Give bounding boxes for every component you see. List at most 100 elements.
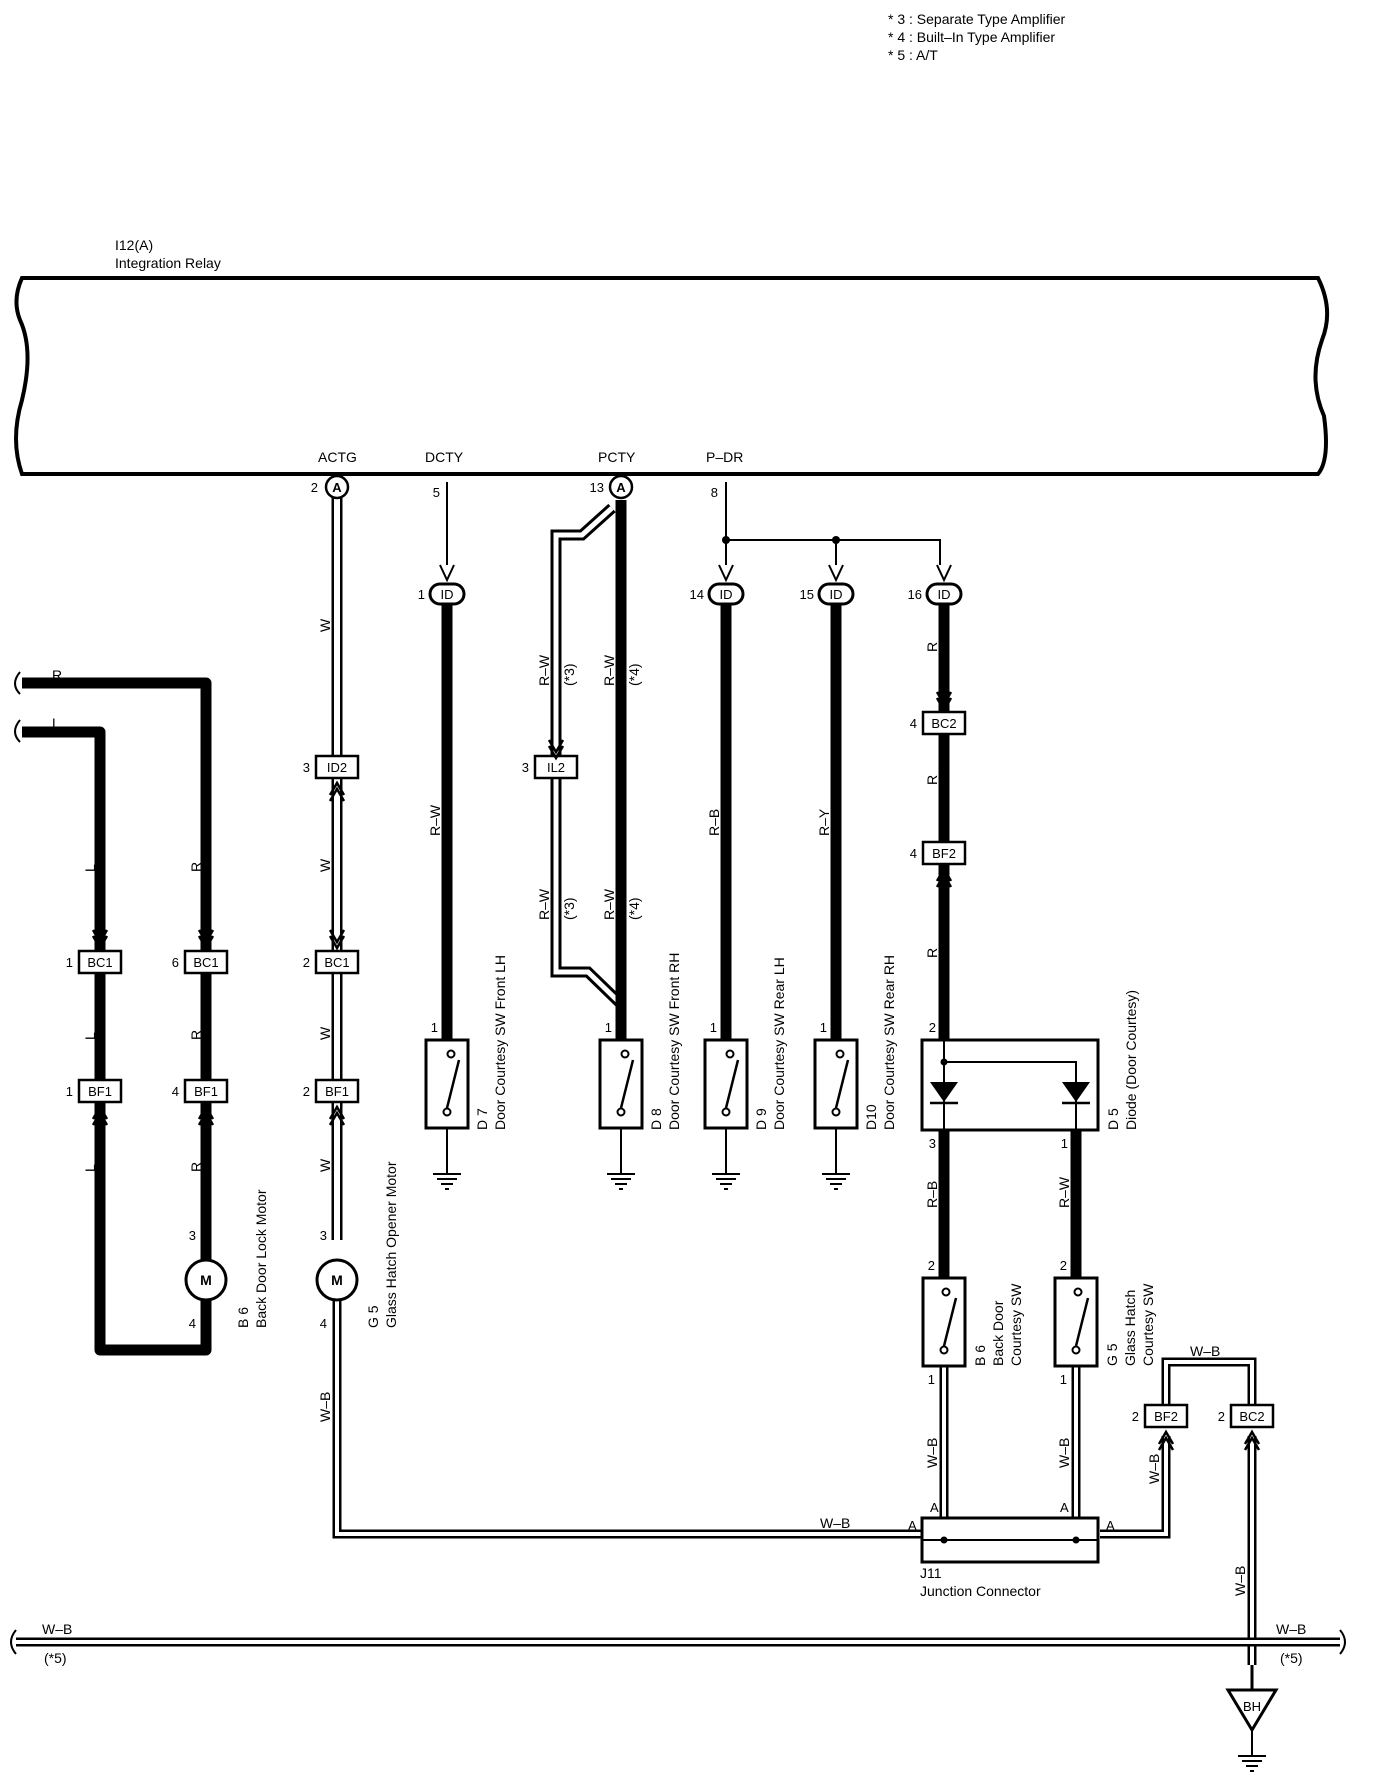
svg-text:R–W: R–W bbox=[1056, 1176, 1072, 1208]
svg-text:2: 2 bbox=[303, 1084, 310, 1099]
svg-text:D 7: D 7 bbox=[474, 1108, 490, 1130]
svg-text:BC2: BC2 bbox=[1239, 1409, 1264, 1424]
connector-bc1-2: BC1 2 bbox=[303, 949, 360, 975]
svg-text:W: W bbox=[317, 618, 333, 632]
svg-text:1: 1 bbox=[710, 1020, 717, 1035]
svg-text:BF1: BF1 bbox=[88, 1084, 112, 1099]
glass-hatch-courtesy-sw: 2 1 bbox=[1053, 1258, 1099, 1387]
svg-text:D 8: D 8 bbox=[648, 1108, 664, 1130]
svg-text:Door Courtesy SW Rear LH: Door Courtesy SW Rear LH bbox=[771, 957, 787, 1130]
svg-text:B 6: B 6 bbox=[972, 1345, 988, 1366]
svg-text:Door Courtesy SW Rear RH: Door Courtesy SW Rear RH bbox=[881, 955, 897, 1130]
door-courtesy-sw-rear-lh: 1 bbox=[703, 1020, 749, 1190]
svg-text:2: 2 bbox=[303, 955, 310, 970]
svg-text:ID: ID bbox=[441, 587, 454, 602]
svg-text:R: R bbox=[188, 862, 204, 872]
svg-text:1: 1 bbox=[1061, 1136, 1068, 1151]
svg-text:R–W: R–W bbox=[601, 888, 617, 920]
svg-text:4: 4 bbox=[320, 1316, 327, 1331]
svg-text:Door Courtesy SW Front RH: Door Courtesy SW Front RH bbox=[666, 953, 682, 1130]
svg-text:R–W: R–W bbox=[601, 654, 617, 686]
wire-break-left bbox=[14, 671, 21, 743]
svg-text:IL2: IL2 bbox=[547, 760, 565, 775]
svg-text:6: 6 bbox=[172, 955, 179, 970]
svg-text:2: 2 bbox=[929, 1020, 936, 1035]
svg-text:A: A bbox=[616, 480, 626, 495]
svg-text:R: R bbox=[188, 1162, 204, 1172]
svg-text:G 5: G 5 bbox=[1104, 1343, 1120, 1366]
j11-code: J11 bbox=[920, 1565, 942, 1581]
svg-text:2: 2 bbox=[1132, 1409, 1139, 1424]
svg-text:Diode (Door Courtesy): Diode (Door Courtesy) bbox=[1123, 990, 1139, 1130]
j11-name: Junction Connector bbox=[920, 1583, 1041, 1599]
svg-text:1: 1 bbox=[928, 1372, 935, 1387]
diode-door-courtesy: 2 3 1 bbox=[920, 1020, 1100, 1151]
motor-symbol: M bbox=[200, 1272, 212, 1288]
door-courtesy-sw-front-rh: 1 bbox=[598, 1020, 644, 1190]
svg-text:W: W bbox=[317, 858, 333, 872]
svg-text:W–B: W–B bbox=[820, 1515, 850, 1531]
motor-symbol: M bbox=[331, 1272, 343, 1288]
connector-bc1-1: BC1 1 bbox=[66, 949, 123, 975]
svg-text:G 5: G 5 bbox=[365, 1305, 381, 1328]
terminal-dcty: DCTY bbox=[425, 449, 464, 465]
svg-text:3: 3 bbox=[522, 760, 529, 775]
pin-8: 8 bbox=[711, 485, 718, 500]
svg-text:(*3): (*3) bbox=[561, 897, 577, 920]
wire-break-bus bbox=[10, 1629, 1346, 1655]
wire-l-lock-motor bbox=[22, 726, 212, 1356]
svg-text:3: 3 bbox=[929, 1136, 936, 1151]
svg-text:Courtesy SW: Courtesy SW bbox=[1008, 1283, 1024, 1366]
svg-text:W–B: W–B bbox=[1276, 1621, 1306, 1637]
connector-id-1: ID 1 bbox=[418, 564, 466, 606]
svg-text:R: R bbox=[52, 667, 62, 683]
svg-text:R: R bbox=[924, 775, 940, 785]
svg-text:A: A bbox=[1060, 1500, 1069, 1515]
junction-connector-j11: A A A A J11 Junction Connector bbox=[908, 1500, 1115, 1599]
svg-text:ID: ID bbox=[720, 587, 733, 602]
connector-bf2-2: BF2 2 bbox=[1132, 1403, 1189, 1429]
svg-text:R: R bbox=[188, 1030, 204, 1040]
svg-text:16: 16 bbox=[908, 587, 922, 602]
svg-text:15: 15 bbox=[800, 587, 814, 602]
terminal-circle-actg: A 2 bbox=[311, 474, 350, 500]
svg-text:3: 3 bbox=[320, 1228, 327, 1243]
terminal-circle-pcty: A 13 bbox=[590, 474, 634, 500]
connector-il2: IL2 3 bbox=[522, 754, 579, 780]
svg-text:Back Door Lock Motor: Back Door Lock Motor bbox=[253, 1189, 269, 1328]
svg-text:R: R bbox=[924, 642, 940, 652]
svg-text:D10: D10 bbox=[863, 1104, 879, 1130]
svg-text:W: W bbox=[317, 1026, 333, 1040]
connector-id-14: ID 14 bbox=[690, 564, 745, 606]
svg-text:(*3): (*3) bbox=[561, 663, 577, 686]
wire-wb-bf2-bc2 bbox=[1100, 1357, 1257, 1665]
component-labels: D 7 Door Courtesy SW Front LH D 8 Door C… bbox=[235, 953, 1156, 1366]
svg-text:1: 1 bbox=[605, 1020, 612, 1035]
terminal-actg: ACTG bbox=[318, 449, 357, 465]
svg-text:W–B: W–B bbox=[42, 1621, 72, 1637]
svg-text:ID: ID bbox=[938, 587, 951, 602]
svg-text:(*4): (*4) bbox=[626, 663, 642, 686]
connector-bc2-2: BC2 2 bbox=[1218, 1403, 1275, 1429]
svg-text:4: 4 bbox=[172, 1084, 179, 1099]
svg-text:1: 1 bbox=[66, 955, 73, 970]
svg-text:BH: BH bbox=[1243, 1699, 1261, 1714]
relay-terminal-labels: ACTG DCTY PCTY P–DR bbox=[318, 449, 743, 465]
svg-text:Glass Hatch Opener Motor: Glass Hatch Opener Motor bbox=[383, 1161, 399, 1328]
svg-text:14: 14 bbox=[690, 587, 704, 602]
svg-text:W–B: W–B bbox=[1056, 1438, 1072, 1468]
wire-p-dr bbox=[725, 482, 941, 565]
svg-text:1: 1 bbox=[1060, 1372, 1067, 1387]
svg-text:1: 1 bbox=[418, 587, 425, 602]
connector-chevrons bbox=[91, 691, 1261, 1451]
terminal-p-dr: P–DR bbox=[706, 449, 743, 465]
svg-text:W–B: W–B bbox=[1232, 1566, 1248, 1596]
ground-point-bh: BH bbox=[1225, 1665, 1279, 1772]
svg-text:ID2: ID2 bbox=[327, 760, 347, 775]
pin-5: 5 bbox=[433, 485, 440, 500]
svg-text:D 9: D 9 bbox=[753, 1108, 769, 1130]
svg-text:Glass Hatch: Glass Hatch bbox=[1122, 1290, 1138, 1366]
svg-text:W: W bbox=[317, 1158, 333, 1172]
svg-text:BF2: BF2 bbox=[1154, 1409, 1178, 1424]
